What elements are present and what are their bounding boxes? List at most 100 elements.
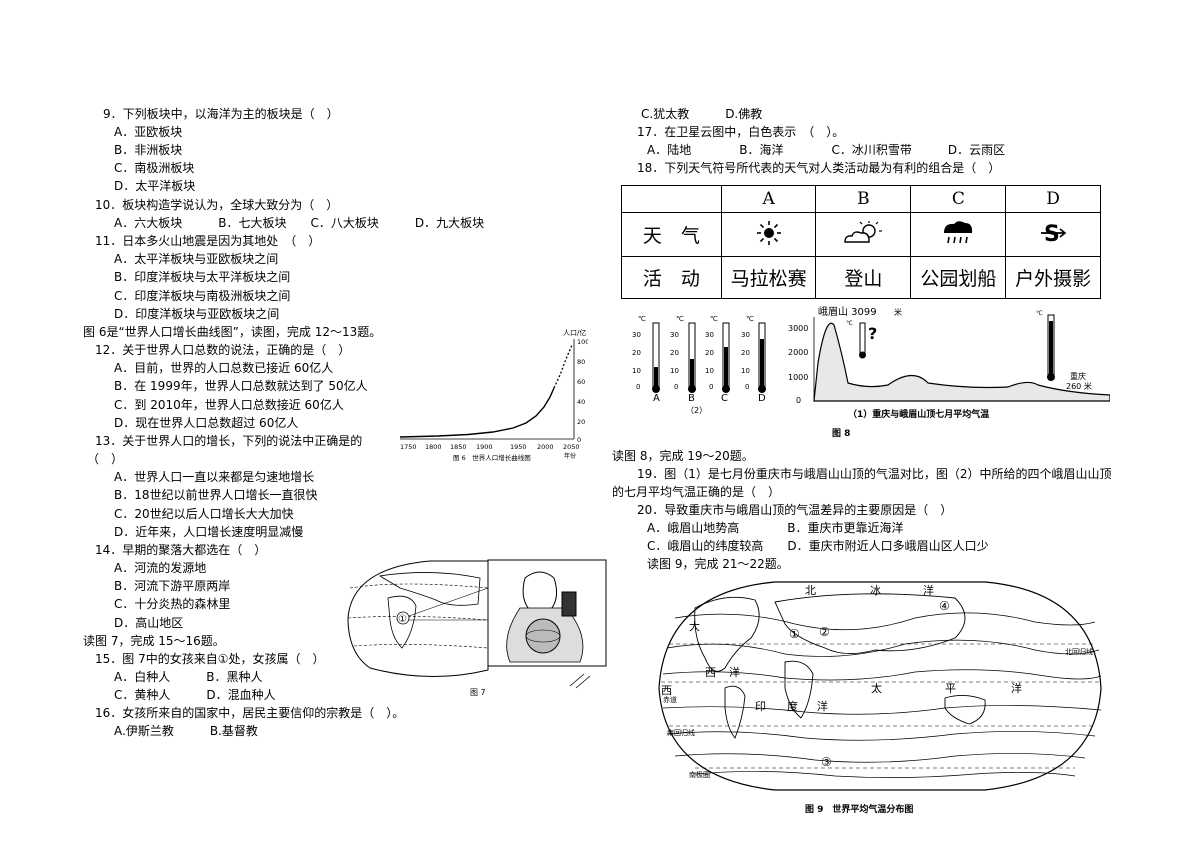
option: D．高山地区 xyxy=(114,616,184,630)
option: A．世界人口一直以来都是匀速地增长 xyxy=(114,470,315,484)
rain-icon xyxy=(910,212,1007,257)
figure-7-map: ① 图 7 xyxy=(347,559,607,697)
continent-outlines xyxy=(694,593,986,739)
map-label: 北 xyxy=(805,584,816,597)
africa-shape xyxy=(387,595,417,649)
map-label: 西 xyxy=(661,684,672,697)
y-tick: 80 xyxy=(577,358,585,366)
option: A．目前，世界的人口总数已接近 60亿人 xyxy=(114,361,334,375)
marker-1: ① xyxy=(789,627,800,641)
question-10: 10．板块构造学说认为，全球大致分为（ ） xyxy=(95,198,339,212)
question-14: 14．早期的聚落大都选在（ ） xyxy=(95,543,267,557)
weather-activity-table: A B C D 天 气 S 活 动 马拉松赛 登山 公园划船 户外摄影 xyxy=(621,185,1101,299)
figure-6-population-chart: 人口/亿 100 80 60 40 20 0 1750 1800 1850 19… xyxy=(399,328,588,462)
figure-6-intro: 图 6是“世界人口增长曲线图”，读图，完成 12～13题。 xyxy=(83,325,382,339)
subfigure-1-caption: （1）重庆与峨眉山顶七月平均气温 xyxy=(848,408,989,420)
map-lines xyxy=(347,583,489,649)
unit-label: ℃ xyxy=(676,315,684,323)
y-tick: 20 xyxy=(577,418,585,426)
map-label: 洋 xyxy=(729,665,740,679)
location-marker: ① xyxy=(398,614,407,625)
map-frame xyxy=(658,581,1102,791)
option: C．20世纪以后人口增长大大加快 xyxy=(114,507,294,521)
latitude-label: 南回归线 xyxy=(667,728,695,737)
question-13: 13．关于世界人口的增长，下列的说法中正确是的 xyxy=(95,434,363,448)
option: D．近年来，人口增长速度明显减慢 xyxy=(114,525,304,539)
map-label: 太 xyxy=(871,682,882,695)
map-label: 洋 xyxy=(817,699,828,713)
y-tick: 0 xyxy=(577,436,581,444)
table-corner xyxy=(621,185,722,213)
option: B．非洲板块 xyxy=(114,143,183,157)
numbered-markers: ① ② ③ ④ xyxy=(789,599,950,769)
x-unit: 年份 xyxy=(564,452,576,460)
x-tick: 1950 xyxy=(510,443,527,451)
marker-3: ③ xyxy=(821,755,832,769)
unit-label: ℃ xyxy=(846,320,853,327)
option: B．在 1999年，世界人口总数就达到了 50亿人 xyxy=(114,379,368,393)
peak-unit: 米 xyxy=(894,307,902,317)
options-row: C．峨眉山的纬度较高 D．重庆市附近人口多峨眉山区人口少 xyxy=(647,539,989,553)
city-label: 重庆 xyxy=(1070,371,1086,381)
options-row: A．峨眉山地势高 B．重庆市更靠近海洋 xyxy=(647,521,904,535)
thermo-tick: 30 xyxy=(670,331,679,339)
figure-9-caption: 图 9 世界平均气温分布图 xyxy=(805,803,913,815)
thermo-tick: 10 xyxy=(670,367,679,375)
thermometer-label-c: C xyxy=(721,393,728,404)
thermometer-label-d: D xyxy=(758,393,766,404)
activity-cell: 登山 xyxy=(815,256,912,299)
activity-cell: 公园划船 xyxy=(910,256,1007,299)
question-16: 16．女孩所来自的国家中，居民主要信仰的宗教是（ ）。 xyxy=(95,706,405,720)
map-label: 西 xyxy=(705,666,716,679)
options-row: C．黄种人 D．混血种人 xyxy=(114,688,276,702)
question-19: 19．图（1）是七月份重庆市与峨眉山山顶的气温对比，图（2）中所给的四个峨眉山山… xyxy=(637,467,1112,481)
column-header: D xyxy=(1005,185,1101,213)
y-tick: 60 xyxy=(577,378,585,386)
question-19-cont: 的七月平均气温正确的是（ ） xyxy=(612,485,781,499)
figure-7-intro: 读图 7，完成 15～16题。 xyxy=(83,634,225,648)
map-label: 平 xyxy=(945,682,956,695)
population-curve xyxy=(399,387,555,438)
y-ticks: 100 80 60 40 20 0 xyxy=(577,338,588,444)
figure-6-caption: 图 6 世界人口增长曲线图 xyxy=(453,453,531,462)
latitude-label: 北回归线 xyxy=(1065,647,1093,656)
row-label-weather: 天 气 xyxy=(621,212,722,257)
option: C．十分炎热的森林里 xyxy=(114,597,231,611)
option: C．印度洋板块与南极洲板块之间 xyxy=(114,289,291,303)
thermo-tick: 0 xyxy=(636,383,640,391)
projection-curve xyxy=(553,344,573,389)
alt-tick: 1000 xyxy=(788,373,808,382)
city-altitude: 260 米 xyxy=(1066,381,1092,391)
latitude-label: 南极圈 xyxy=(689,770,710,779)
unit-label: ℃ xyxy=(746,315,754,323)
option: B．河流下游平原两岸 xyxy=(114,579,231,593)
option: C．到 2010年，世界人口总数接近 60亿人 xyxy=(114,398,344,412)
question-15: 15．图 7中的女孩来自①处，女孩属（ ） xyxy=(95,652,325,666)
question-11: 11．日本多火山地震是因为其地处 （ ） xyxy=(95,234,321,248)
y-tick: 40 xyxy=(577,398,585,406)
options-row: C.犹太教 D.佛教 xyxy=(641,107,763,121)
partly-cloudy-icon xyxy=(815,212,912,257)
isotherm-lines xyxy=(662,612,1102,778)
thermo-tick: 10 xyxy=(705,367,714,375)
row-label-activity: 活 动 xyxy=(621,256,722,299)
figure-8-caption: 图 8 xyxy=(832,428,850,439)
girl-illustration xyxy=(506,571,584,663)
alt-tick: 2000 xyxy=(788,348,808,357)
activity-cell: 户外摄影 xyxy=(1005,256,1101,299)
eurasia-shape xyxy=(378,572,481,606)
activity-cell: 马拉松赛 xyxy=(720,256,817,299)
ocean-labels: 北 冰 洋 大 西 太 平 洋 印 度 洋 西 洋 xyxy=(661,583,1022,713)
thermo-tick: 0 xyxy=(674,383,678,391)
figure-8: ℃ 30 20 10 0 A ℃ 30 20 10 0 B ℃ 30 20 10… xyxy=(632,306,1110,439)
unit-label: ℃ xyxy=(710,315,718,323)
thermometer-label-b: B xyxy=(688,393,695,404)
unit-label: ℃ xyxy=(638,315,646,323)
question-20: 20．导致重庆市与峨眉山顶的气温差异的主要原因是（ ） xyxy=(637,503,953,517)
question-18: 18．下列天气符号所代表的天气对人类活动最为有利的组合是（ ） xyxy=(637,161,1001,175)
question-9: 9．下列板块中，以海洋为主的板块是（ ） xyxy=(103,107,339,121)
sunny-icon xyxy=(720,212,817,257)
x-ticks: 1750 1800 1850 1900 1950 2000 2050 xyxy=(400,443,580,451)
y-axis-label: 人口/亿 xyxy=(563,328,586,337)
altitude-ticks: 3000 2000 1000 0 xyxy=(788,324,808,405)
